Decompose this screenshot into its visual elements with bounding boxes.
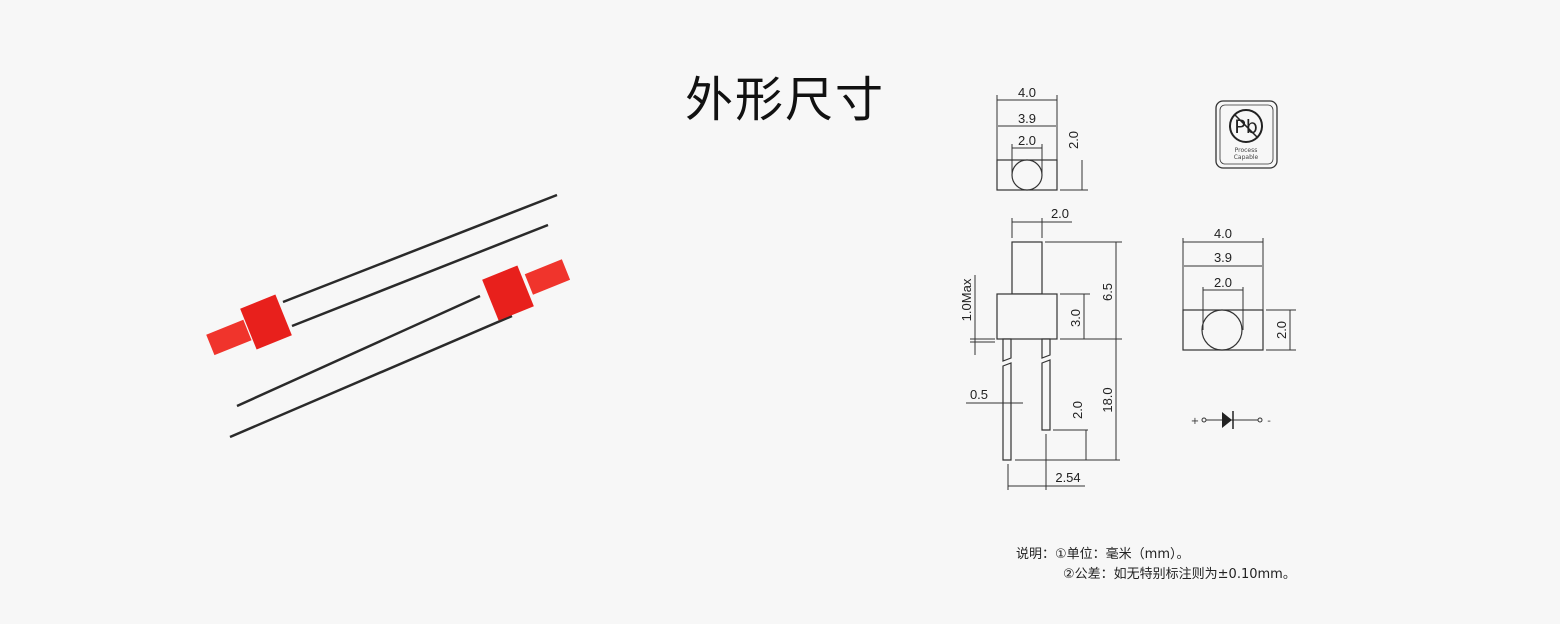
dim-flange: 1.0Max [959, 278, 974, 321]
front-view: 4.0 3.9 2.0 2.0 [1182, 226, 1296, 351]
dim-pitch: 2.54 [1055, 470, 1080, 485]
pb-symbol: Pb [1234, 116, 1258, 138]
dim-body-height: 3.0 [1068, 309, 1083, 327]
cathode-label: - [1267, 416, 1271, 427]
pb-label-2: Capable [1234, 154, 1259, 161]
dim-lens: 2.0 [1018, 133, 1036, 148]
diode-symbol-icon: + - [1191, 411, 1271, 429]
pb-free-badge: Pb Process Capable [1215, 100, 1278, 169]
dim-width-inner: 3.9 [1018, 111, 1036, 126]
dim-width-outer: 4.0 [1018, 85, 1036, 100]
dim-lead-width: 0.5 [970, 387, 988, 402]
dim-lead-diff: 2.0 [1070, 401, 1085, 419]
top-view: 4.0 3.9 2.0 2.0 [996, 85, 1088, 191]
dim-front-width-outer: 4.0 [1214, 226, 1232, 241]
dim-front-lens: 2.0 [1214, 275, 1232, 290]
pb-label-1: Process [1235, 147, 1258, 154]
led-photo [206, 193, 571, 439]
dim-lens-width: 2.0 [1051, 206, 1069, 221]
note-unit: 说明：①单位：毫米（mm）。 [1016, 547, 1190, 562]
dim-height: 2.0 [1066, 131, 1081, 149]
dim-lead-length: 18.0 [1100, 387, 1115, 412]
side-view: 2.0 6.5 3.0 18.0 1.0Max 0.5 2.0 2.54 [959, 206, 1122, 490]
dim-total-height: 6.5 [1100, 283, 1115, 301]
note-tolerance: ②公差：如无特别标注则为±0.10mm。 [1063, 567, 1296, 582]
page-title: 外形尺寸 [685, 72, 886, 128]
anode-label: + [1191, 416, 1199, 427]
dim-front-height: 2.0 [1274, 321, 1289, 339]
dim-front-width-inner: 3.9 [1214, 250, 1232, 265]
